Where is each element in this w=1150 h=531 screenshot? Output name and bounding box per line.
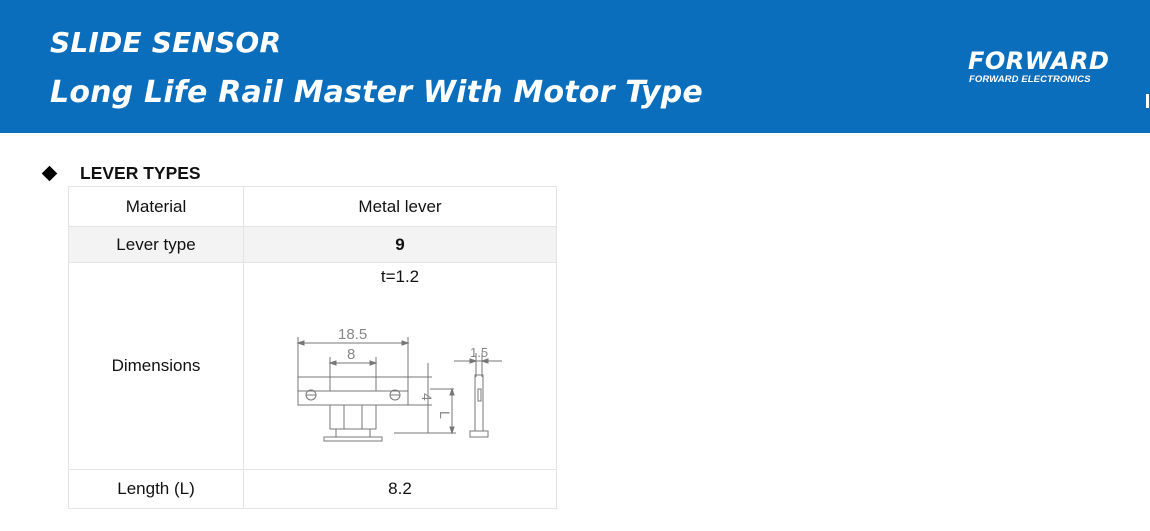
dim-overall-label: 18.5 (338, 326, 367, 343)
dim-height-label: 4 (419, 393, 435, 401)
dim-length-label: L (437, 411, 453, 419)
row-label: Lever type (68, 226, 244, 263)
table-row-dimensions: Dimensions t=1.2 18.5 8 (68, 262, 557, 470)
row-label: Material (68, 186, 244, 227)
edge-mark (1146, 94, 1149, 108)
table-row-length: Length (L) 8.2 (68, 469, 557, 509)
row-label: Dimensions (68, 262, 244, 470)
forward-logo: FORWARD FORWARD ELECTRONICS (968, 47, 1110, 89)
lever-dimension-drawing: 18.5 8 (296, 326, 502, 442)
table-row-material: Material Metal lever (68, 186, 557, 227)
section-title: LEVER TYPES (80, 163, 201, 183)
row-value: 9 (243, 226, 557, 263)
dim-side-label: 1.5 (470, 345, 488, 360)
logo-wordmark: FORWARD (968, 47, 1110, 75)
logo-tagline: FORWARD ELECTRONICS (969, 74, 1091, 85)
row-value: Metal lever (243, 186, 557, 227)
product-series-title: Long Life Rail Master With Motor Type (50, 75, 703, 110)
table-row-lever-type: Lever type 9 (68, 226, 557, 263)
product-category-title: SLIDE SENSOR (50, 26, 282, 59)
dim-inner-label: 8 (347, 346, 355, 363)
dimensions-cell: t=1.2 18.5 8 (243, 262, 557, 470)
lever-types-table: Material Metal lever Lever type 9 Dimens… (68, 186, 557, 509)
header-banner: SLIDE SENSOR Long Life Rail Master With … (0, 0, 1150, 133)
diamond-bullet-icon (41, 165, 58, 182)
thickness-label: t=1.2 (380, 267, 420, 286)
row-value: 8.2 (243, 469, 557, 509)
row-label: Length (L) (68, 469, 244, 509)
